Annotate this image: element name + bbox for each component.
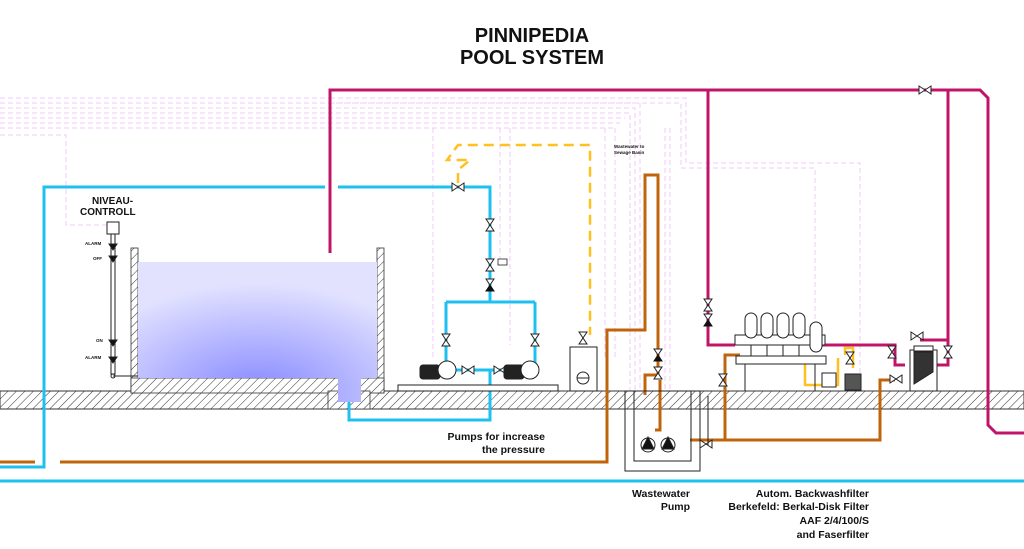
wastewater-pump-label-line2: Pump — [660, 501, 690, 513]
niveau-label-line2: CONTROLL — [80, 207, 136, 218]
air-lines — [444, 143, 855, 387]
wastewater-to-label-line1: Wastewater to — [614, 144, 645, 149]
valves — [441, 85, 953, 449]
wastewater-to-label-line2: Sewage Basin — [614, 150, 645, 155]
fiber-filter — [909, 345, 938, 392]
level-mark-alarm-high: ALARM — [85, 241, 102, 246]
pool-water — [138, 262, 377, 402]
filter-label-line2: Berkefeld: Berkal-Disk Filter — [728, 501, 869, 513]
niveau-label-line1: NIVEAU- — [92, 196, 134, 207]
wastewater-lines — [0, 173, 895, 464]
level-mark-alarm-low: ALARM — [85, 355, 102, 360]
level-sensor — [106, 221, 138, 379]
wastewater-pump-label-line1: Wastewater — [632, 488, 690, 500]
pressure-pumps — [397, 360, 559, 392]
title-line2: POOL SYSTEM — [459, 47, 605, 69]
title-line1: PINNIPEDIA — [474, 25, 590, 47]
pumps-label-line2: the pressure — [481, 444, 545, 456]
pool-basin — [130, 247, 385, 410]
filter-label-line3: AAF 2/4/100/S — [799, 515, 869, 527]
disk-filter — [734, 312, 862, 391]
compressor — [569, 346, 598, 392]
ground-slab — [0, 390, 1024, 410]
level-mark-on: ON — [96, 338, 103, 343]
wastewater-pit — [624, 390, 709, 472]
pumps-label-line1: Pumps for increase — [447, 431, 545, 443]
level-mark-off: OFF — [93, 256, 102, 261]
filter-label-line1: Autom. Backwashfilter — [755, 488, 869, 500]
filter-label-line4: and Faserfilter — [796, 529, 869, 541]
control-lines — [0, 97, 861, 395]
